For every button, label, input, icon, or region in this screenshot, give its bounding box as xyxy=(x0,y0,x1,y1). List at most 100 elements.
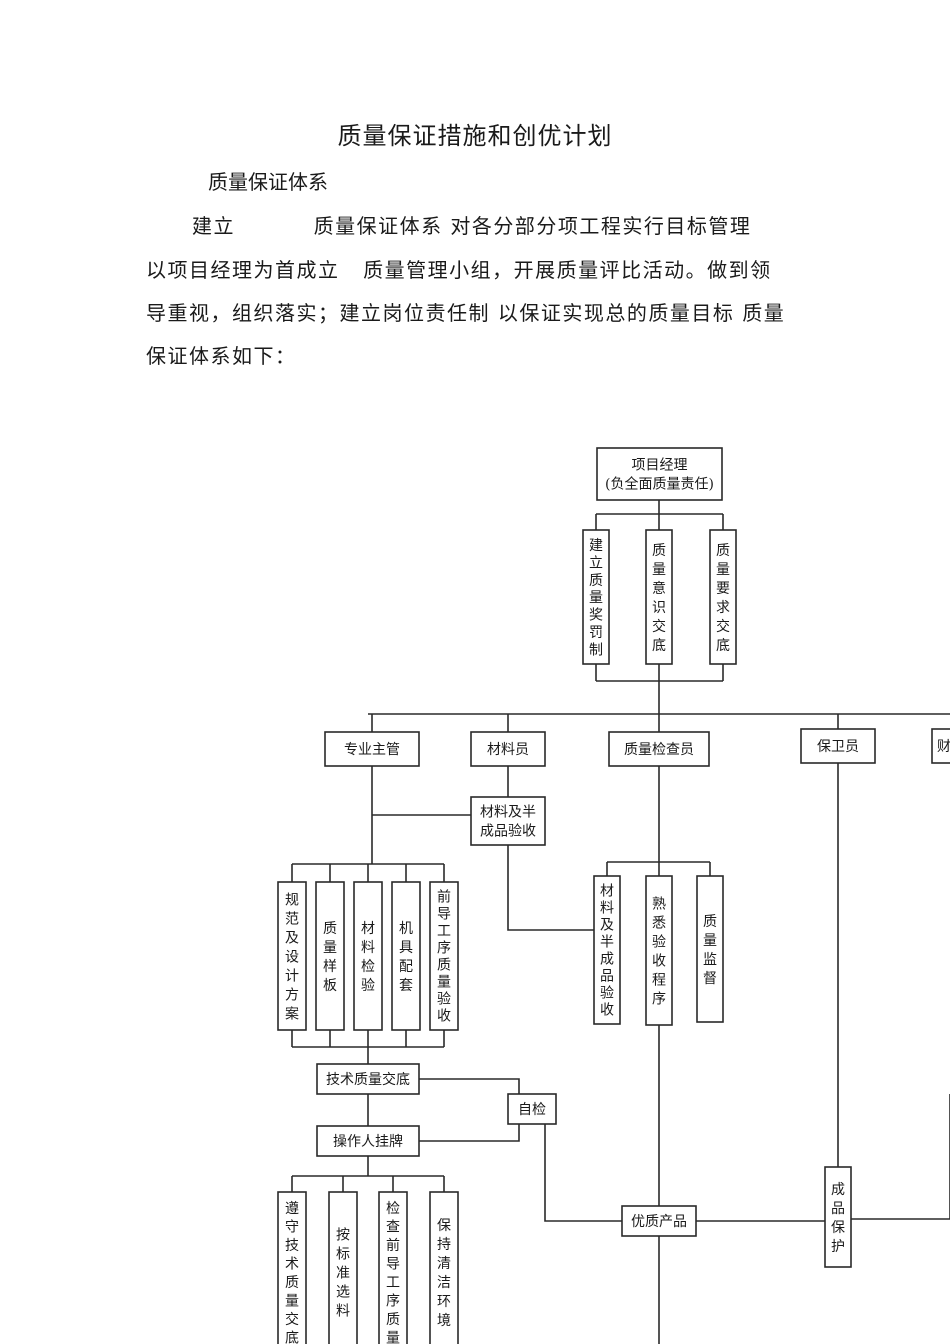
management-measure-box-char: 质 xyxy=(589,573,603,589)
technical-check-box-char: 配 xyxy=(399,959,413,975)
worker-rule-box-char: 序 xyxy=(386,1293,400,1309)
worker-rule-box-char: 交 xyxy=(285,1311,299,1328)
management-measure-box xyxy=(709,529,737,665)
management-measure-box-char: 奖 xyxy=(589,607,603,624)
role-box xyxy=(324,731,420,767)
management-measure-box-char: 要 xyxy=(716,581,730,597)
inspector-task-box-char: 督 xyxy=(703,971,717,987)
management-measure-box-char: 量 xyxy=(652,562,666,578)
role-box xyxy=(931,728,950,764)
inspector-task-box xyxy=(696,875,724,1023)
worker-rule-box-char: 清 xyxy=(437,1256,451,1272)
inspector-task-box-char: 悉 xyxy=(652,916,666,932)
technical-briefing-box xyxy=(316,1063,420,1095)
management-measure-box-char: 意 xyxy=(652,580,666,597)
management-measure-box-char: 量 xyxy=(589,590,603,606)
worker-rule-box-char: 境 xyxy=(437,1313,451,1329)
inspector-task-box-char: 料 xyxy=(600,901,614,917)
connector-line xyxy=(507,845,607,931)
management-measure-box-char: 质 xyxy=(652,543,666,559)
worker-rule-box-char: 遵 xyxy=(285,1200,299,1217)
worker-rule-box-char: 洁 xyxy=(437,1275,451,1291)
paragraph-line: 保证体系如下： xyxy=(146,344,297,368)
technical-check-box-char: 设 xyxy=(285,950,299,966)
technical-check-box-char: 材 xyxy=(361,921,375,937)
inspector-task-box-char: 质 xyxy=(703,914,717,930)
technical-check-box-char: 导 xyxy=(437,907,451,923)
project-manager-box-label: (负全面质量责任) xyxy=(605,476,714,493)
worker-rule-box-char: 底 xyxy=(285,1330,299,1344)
worker-rule-box-char: 准 xyxy=(336,1266,350,1282)
connector-line xyxy=(419,1078,520,1094)
material-acceptance-box-label: 成品验收 xyxy=(480,824,536,840)
management-measure-box-char: 底 xyxy=(716,638,730,654)
worker-rule-box-char: 量 xyxy=(285,1293,299,1309)
technical-check-box-char: 验 xyxy=(361,978,375,994)
technical-check-box-char: 收 xyxy=(437,1009,451,1025)
paragraph-line: 导重视，组织落实；建立岗位责任制 以保证实现总的质量目标 质量 xyxy=(146,301,786,325)
product-protection-box-char: 护 xyxy=(831,1239,845,1255)
project-manager-box-label: 项目经理 xyxy=(632,458,688,474)
worker-rule-box xyxy=(277,1191,307,1344)
technical-check-box-char: 检 xyxy=(361,959,375,975)
inspector-task-box xyxy=(645,875,673,1026)
technical-check-box-char: 范 xyxy=(285,911,299,928)
role-box-label: 专业主管 xyxy=(344,742,400,758)
role-box xyxy=(470,731,546,767)
technical-check-box-char: 计 xyxy=(285,969,299,985)
worker-rule-box-char: 保 xyxy=(437,1218,451,1234)
inspector-task-box xyxy=(593,875,621,1025)
inspector-task-box-char: 收 xyxy=(652,954,666,970)
inspector-task-box-char: 成 xyxy=(600,952,614,968)
technical-check-box-char: 工 xyxy=(437,924,451,940)
worker-rule-box-char: 按 xyxy=(336,1228,350,1244)
technical-check-box-char: 序 xyxy=(437,941,451,957)
worker-rule-box xyxy=(429,1191,459,1344)
inspector-task-box-char: 材 xyxy=(600,884,614,900)
technical-check-box-char: 量 xyxy=(437,975,451,991)
technical-check-box-char: 前 xyxy=(437,889,451,906)
section-heading: 质量保证体系 xyxy=(208,170,328,194)
worker-rule-box-char: 工 xyxy=(386,1275,400,1291)
self-check-box xyxy=(507,1093,557,1125)
worker-rule-box-char: 查 xyxy=(386,1219,400,1235)
product-protection-box xyxy=(824,1166,852,1268)
management-measure-box-char: 量 xyxy=(716,562,730,578)
inspector-task-box-char: 监 xyxy=(703,952,717,968)
role-box-label: 质量检查员 xyxy=(624,742,694,758)
inspector-task-box-char: 及 xyxy=(600,918,614,934)
worker-rule-box-char: 术 xyxy=(285,1256,299,1272)
management-measure-box-char: 质 xyxy=(716,543,730,559)
worker-rule-box-char: 检 xyxy=(386,1201,400,1217)
paragraph-line: 建立 质量保证体系 对各分部分项工程实行目标管理 xyxy=(192,214,752,238)
inspector-task-box-char: 验 xyxy=(600,986,614,1002)
operator-tag-box-label: 操作人挂牌 xyxy=(333,1133,403,1150)
product-protection-box-char: 成 xyxy=(831,1182,845,1198)
worker-rule-box-char: 导 xyxy=(386,1256,400,1272)
worker-rule-box-char: 量 xyxy=(386,1330,400,1344)
technical-check-box-char: 量 xyxy=(323,940,337,956)
inspector-task-box-char: 熟 xyxy=(652,897,666,913)
role-box-label: 财 xyxy=(937,739,950,755)
product-protection-box-char: 保 xyxy=(831,1220,845,1236)
management-measure-box-char: 底 xyxy=(652,638,666,654)
worker-rule-box-char: 守 xyxy=(285,1219,299,1235)
technical-check-box-char: 验 xyxy=(437,992,451,1008)
worker-rule-box-char: 前 xyxy=(386,1237,400,1254)
management-measure-box-char: 建 xyxy=(589,538,603,554)
worker-rule-box-char: 选 xyxy=(336,1285,350,1301)
worker-rule-box-char: 持 xyxy=(437,1237,451,1253)
inspector-task-box-char: 序 xyxy=(652,992,666,1008)
quality-product-box-label: 优质产品 xyxy=(631,1214,687,1230)
technical-check-box-char: 规 xyxy=(285,893,299,909)
connector-line xyxy=(544,1124,622,1222)
management-measure-box-char: 立 xyxy=(589,555,603,571)
management-measure-box-char: 罚 xyxy=(589,625,603,641)
self-check-box-label: 自检 xyxy=(518,1102,546,1118)
technical-check-box-char: 板 xyxy=(323,978,337,994)
inspector-task-box-char: 收 xyxy=(600,1003,614,1019)
worker-rule-box xyxy=(378,1191,408,1344)
material-acceptance-box-label: 材料及半 xyxy=(480,805,536,821)
inspector-task-box-char: 程 xyxy=(652,973,666,989)
technical-check-box-char: 料 xyxy=(361,940,375,956)
